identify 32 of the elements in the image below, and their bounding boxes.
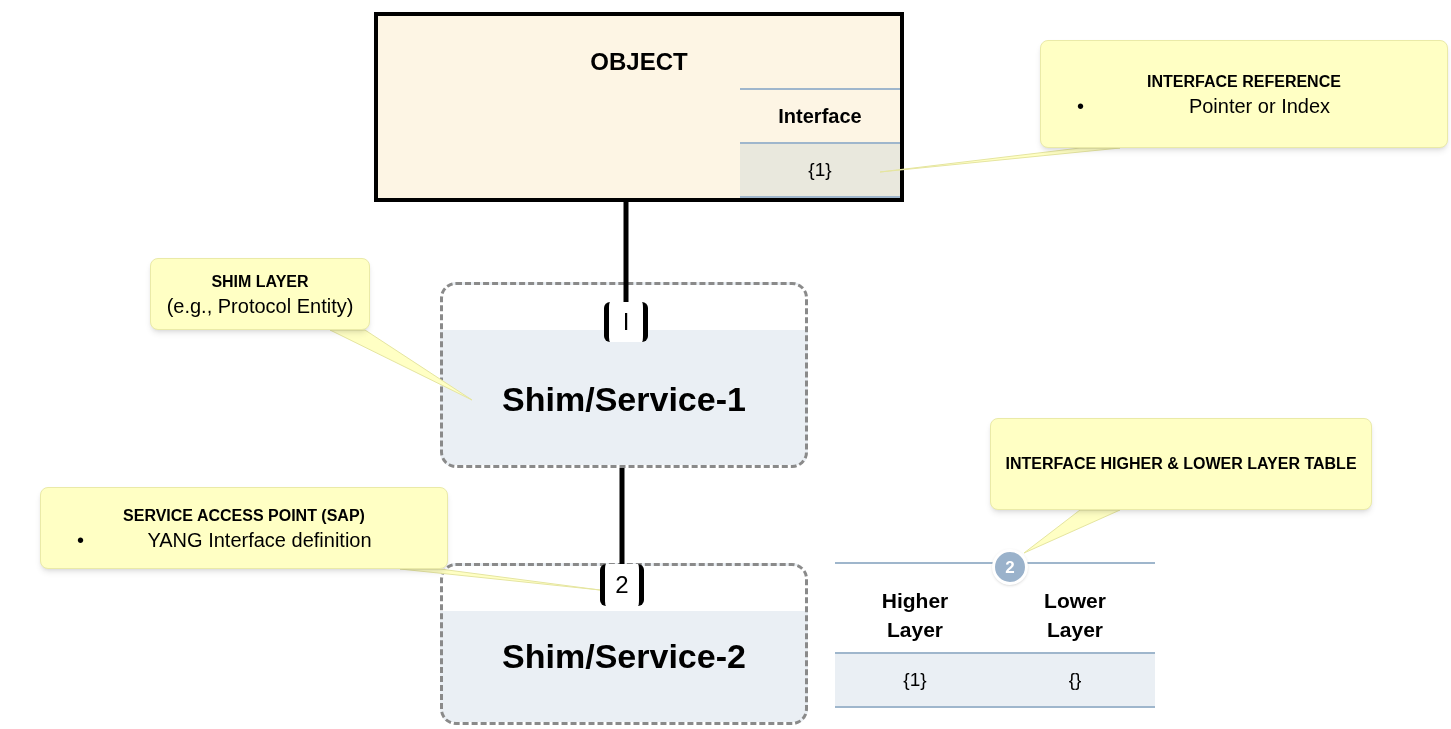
table-cell: {1}: [835, 654, 995, 706]
badge-number: 2: [1005, 558, 1015, 576]
connector-line: [619, 468, 625, 564]
leader-line: [879, 147, 1121, 173]
callout-heading: SERVICE ACCESS POINT (SAP): [123, 505, 365, 526]
callout-text: (e.g., Protocol Entity): [166, 294, 354, 320]
bracket-number: 2: [615, 573, 629, 597]
access-point-bracket: [600, 564, 644, 606]
table-cell: {}: [995, 654, 1155, 706]
bullet: •: [1076, 94, 1084, 120]
leader-line: [1023, 509, 1121, 554]
callout-heading: SHIM LAYER: [211, 271, 309, 292]
box-title: OBJECT: [589, 47, 689, 77]
number-badge: [992, 549, 1028, 585]
service-label: Shim/Service-2: [501, 636, 747, 677]
service-box: [440, 563, 808, 725]
connector-line: [623, 202, 629, 302]
callout-text: Pointer or Index: [1187, 94, 1332, 120]
callout-heading: INTERFACE REFERENCE: [1147, 71, 1341, 92]
interface-table: [740, 88, 900, 198]
callout-box: [150, 258, 370, 330]
bullet: •: [76, 528, 84, 554]
leader-line: [399, 568, 601, 591]
table-cell: {1}: [740, 144, 900, 196]
callout-text: YANG Interface definition: [146, 528, 373, 554]
leader-line: [329, 329, 473, 401]
callout-heading: INTERFACE HIGHER & LOWER LAYER TABLE: [1005, 454, 1357, 475]
service-label: Shim/Service-1: [501, 379, 747, 420]
bracket-number: I: [622, 310, 630, 334]
object-box: [374, 12, 904, 202]
access-point-bracket: [604, 302, 648, 342]
service-box: [440, 282, 808, 468]
